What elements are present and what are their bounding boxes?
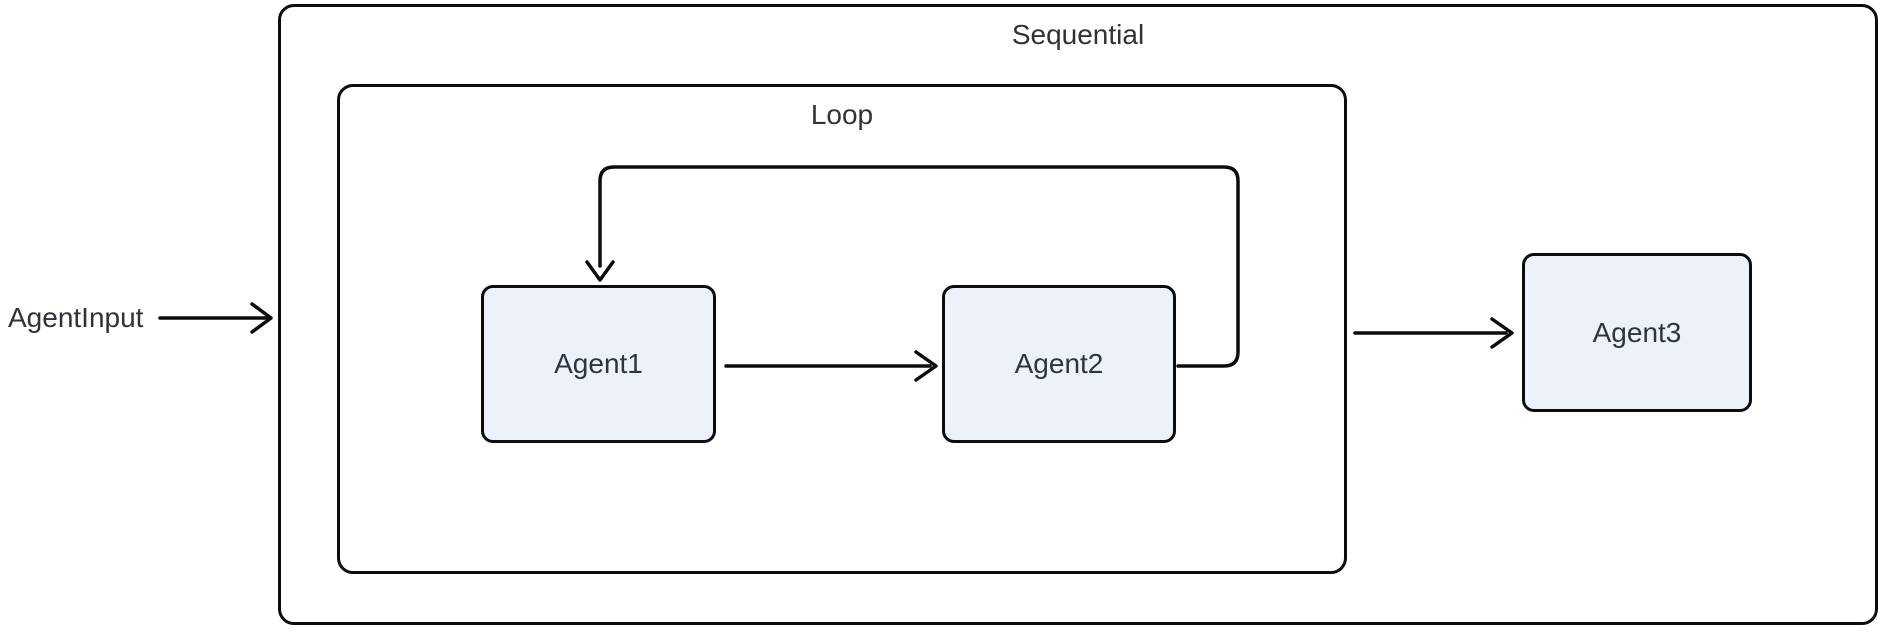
agent1-label: Agent1	[554, 348, 643, 379]
node-agent3: Agent3	[1522, 253, 1752, 412]
node-agent1: Agent1	[481, 285, 716, 443]
edge-agentinput-to-sequential	[158, 302, 273, 334]
loop-container: Loop Agent1 Agent2	[337, 84, 1347, 574]
sequential-container: Sequential Loop Agent1 Agent2 Agent3	[278, 4, 1878, 625]
loop-title: Loop	[810, 99, 874, 130]
agent-input-label: AgentInput	[8, 302, 144, 333]
agent2-label: Agent2	[1014, 348, 1104, 379]
node-agent2: Agent2	[942, 285, 1176, 443]
agent3-label: Agent3	[1592, 316, 1682, 348]
sequential-title: Sequential	[1011, 19, 1145, 50]
